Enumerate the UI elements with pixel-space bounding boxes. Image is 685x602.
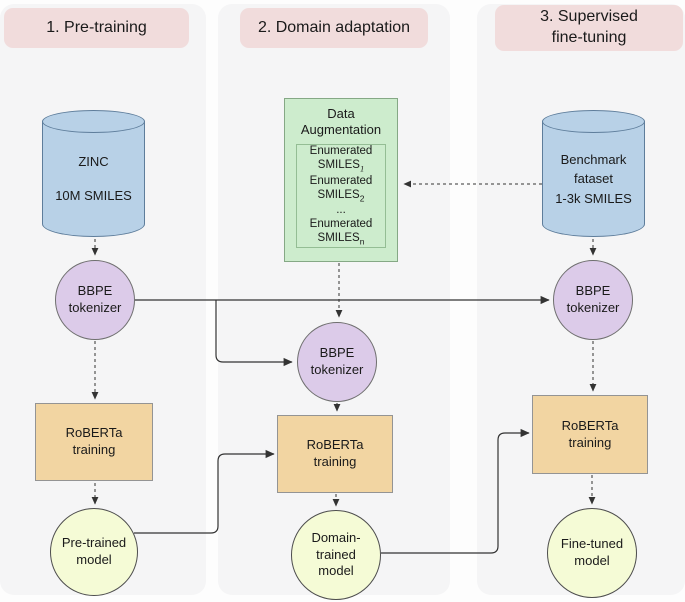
zinc-database-label: ZINC 10M SMILES — [42, 121, 145, 237]
cylinder-body — [542, 121, 645, 237]
domain-trained-model: Domain- trained model — [291, 510, 381, 600]
tokenizer-label: tokenizer — [310, 362, 364, 377]
enum-label: Enumerated — [309, 144, 373, 157]
training-label: training — [568, 434, 612, 450]
bbpe-tokenizer-3: BBPE tokenizer — [553, 260, 633, 340]
step3-header-label-line1: 3. Supervised — [540, 8, 638, 26]
roberta-training-3: RoBERTa training — [532, 395, 648, 474]
tokenizer-label: tokenizer — [566, 300, 620, 315]
tokenizer-label: tokenizer — [68, 300, 122, 315]
step1-header: 1. Pre-training — [4, 8, 189, 48]
tokenizer-label: BBPE — [575, 283, 611, 299]
database-size: 10M SMILES — [55, 187, 132, 203]
zinc-database-cylinder: ZINC 10M SMILES — [42, 110, 145, 237]
model-label: model — [574, 553, 610, 568]
training-label: training — [72, 442, 116, 457]
data-augmentation-box: Data Augmentation Enumerated SMILES1 Enu… — [284, 98, 398, 262]
bbpe-tokenizer-1: BBPE tokenizer — [55, 260, 135, 340]
enum-label: Enumerated — [309, 218, 373, 231]
enum-smiles-n: SMILESn — [317, 232, 365, 247]
cylinder-top-ellipse — [542, 110, 645, 133]
enum-smiles-2: SMILES2 — [317, 188, 365, 203]
training-label: RoBERTa — [65, 425, 123, 441]
cylinder-top-ellipse — [42, 110, 145, 133]
database-name: ZINC — [78, 154, 109, 170]
model-label: Pre-trained — [61, 535, 127, 551]
data-augmentation-title: Data Augmentation — [300, 106, 382, 138]
step3-header-label-line2: fine-tuning — [551, 29, 627, 46]
enum-ellipsis: ... — [336, 204, 346, 217]
model-label: Domain- — [311, 530, 361, 546]
step2-header: 2. Domain adaptation — [240, 8, 428, 48]
model-label: trained — [316, 546, 356, 562]
enum-smiles-1: SMILES1 — [317, 159, 365, 174]
tokenizer-label: BBPE — [77, 283, 113, 299]
pretrained-model: Pre-trained model — [50, 508, 138, 596]
enumerated-smiles-list: Enumerated SMILES1 Enumerated SMILES2 ..… — [296, 143, 386, 248]
fine-tuned-model: Fine-tuned model — [547, 508, 637, 598]
roberta-training-1: RoBERTa training — [35, 403, 153, 481]
training-label: RoBERTa — [561, 417, 619, 433]
training-label: RoBERTa — [306, 437, 364, 453]
bbpe-tokenizer-2: BBPE tokenizer — [297, 322, 377, 402]
model-label: Fine-tuned — [560, 536, 624, 552]
step3-header: 3. Supervised fine-tuning — [495, 5, 683, 51]
domain-adaptation-panel — [218, 4, 450, 595]
model-label: model — [318, 563, 354, 579]
step2-header-label: 2. Domain adaptation — [257, 18, 411, 36]
cylinder-body — [42, 121, 145, 237]
tokenizer-label: BBPE — [319, 345, 355, 361]
benchmark-database-label: Benchmark fataset 1-3k SMILES — [555, 151, 632, 206]
roberta-training-2: RoBERTa training — [277, 415, 393, 493]
enum-label: Enumerated — [309, 174, 373, 187]
training-label: training — [313, 454, 357, 469]
model-label: model — [76, 552, 112, 567]
benchmark-database-cylinder: Benchmark fataset 1-3k SMILES — [542, 110, 645, 237]
step1-header-label: 1. Pre-training — [46, 18, 147, 36]
